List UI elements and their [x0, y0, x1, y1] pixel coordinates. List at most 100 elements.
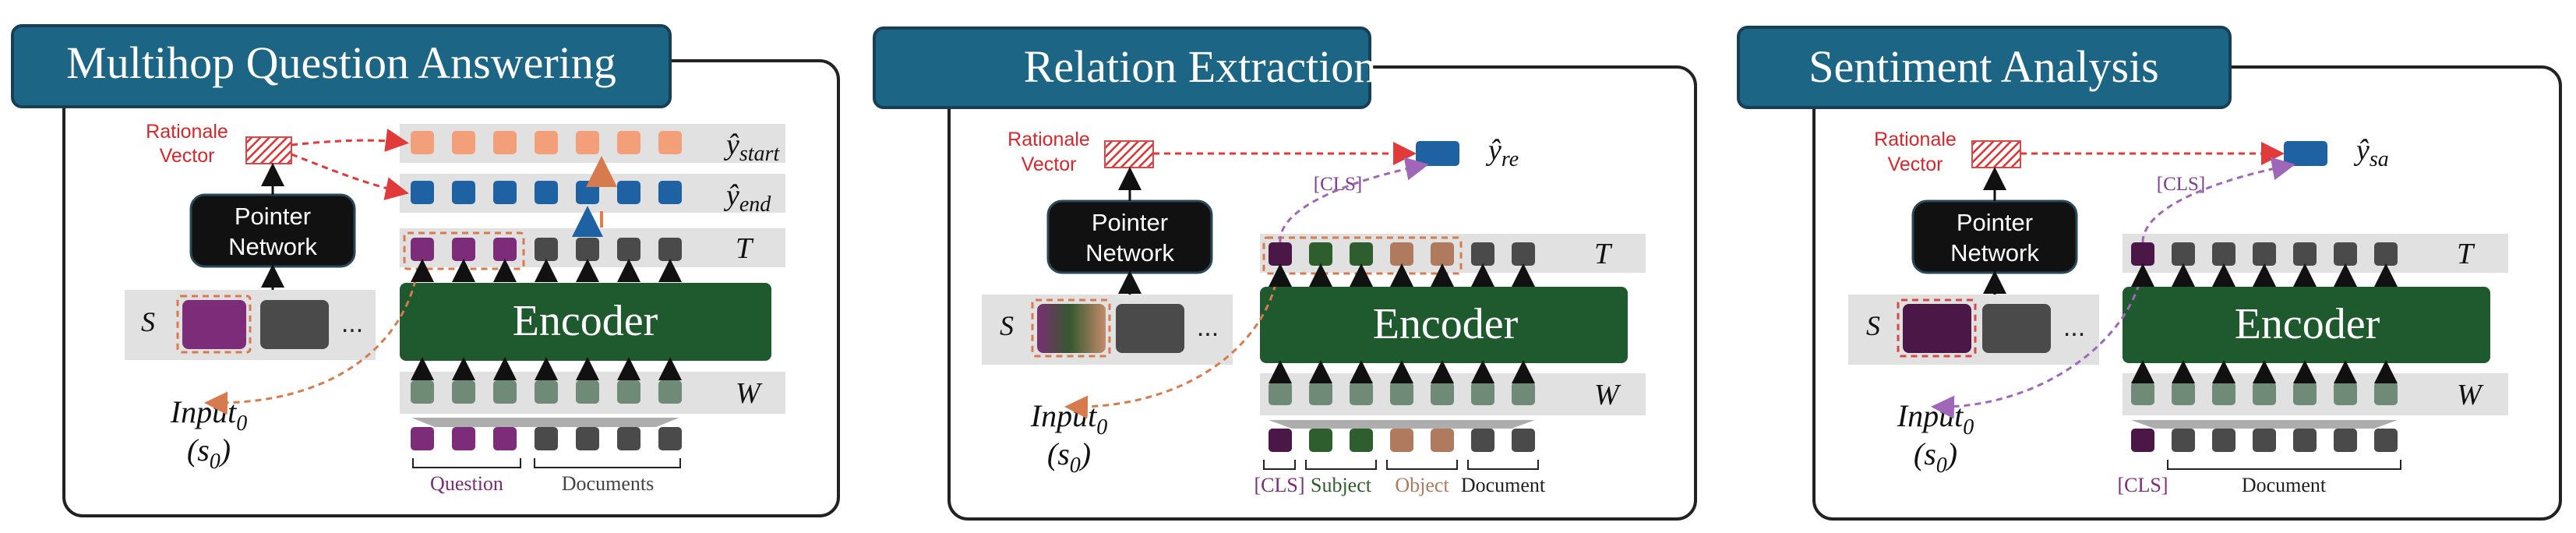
panel-title: Relation Extraction: [1024, 41, 1377, 92]
w-label: W: [2457, 379, 2484, 411]
sentiment-panel: Sentiment Analysis Rationale Vector Poin…: [1737, 26, 2562, 521]
pointer-network-label-top: Pointer: [1092, 209, 1168, 236]
rationale-label-top: Rationale: [1007, 129, 1090, 150]
s-rationale-highlight: [1897, 298, 1977, 358]
s-more: ...: [1197, 312, 1219, 342]
panel-title-bar: [11, 24, 672, 108]
rationale-label-top: Rationale: [146, 121, 228, 143]
end-token: [617, 181, 640, 204]
panel-title-bar: [873, 26, 1371, 109]
encoder-block: [1260, 287, 1628, 363]
w-tokens: [1269, 382, 1535, 405]
t-label: T: [2457, 238, 2475, 270]
w-label: W: [736, 377, 763, 410]
input-state-label: (s0): [1914, 436, 1957, 478]
s-label: S: [1866, 310, 1880, 341]
s-row: [982, 295, 1233, 365]
w-token: [1269, 382, 1292, 405]
re-output-main: ŷ: [1485, 134, 1501, 167]
end-token: [658, 181, 682, 204]
encoder-label: Encoder: [1373, 300, 1519, 348]
w-token: [2253, 382, 2276, 405]
t-token: [576, 238, 599, 261]
w-token: [617, 380, 640, 404]
t-token: [1390, 242, 1413, 266]
end-output-tokens: [411, 181, 682, 204]
s-label: S: [1000, 310, 1014, 341]
panel-title-bar: [1737, 26, 2232, 109]
pointer-network-label-bottom: Network: [228, 233, 317, 260]
input-token: [1471, 429, 1494, 452]
t-token: [493, 238, 517, 261]
w-token: [2374, 382, 2398, 405]
input-state-close: ): [219, 432, 231, 468]
end-token: [411, 181, 434, 204]
input-token: [1431, 429, 1454, 452]
rationale-vector: [245, 136, 292, 164]
input-token: [617, 427, 640, 450]
relation-panel: Relation Extraction Rationale Vector Poi…: [873, 26, 1697, 521]
input-token: [2253, 429, 2276, 452]
s-rationale-highlight: [1031, 298, 1111, 358]
w-token: [576, 380, 599, 404]
w-token: [1512, 382, 1535, 405]
t-token: [452, 238, 475, 261]
t-token: [2253, 242, 2276, 266]
s-selected-token: [1903, 304, 1971, 353]
t-label: T: [1594, 238, 1613, 270]
t-tokens: [411, 238, 682, 261]
start-token: [452, 131, 475, 154]
pointer-network-label-bottom: Network: [1085, 239, 1174, 266]
cls-segment-label: [CLS]: [2118, 474, 2168, 496]
subject-label: Subject: [1311, 474, 1372, 496]
t-tokens: [2131, 242, 2398, 266]
s-other-token: [260, 300, 329, 349]
input-token: [411, 427, 434, 450]
pointer-network-label-top: Pointer: [1957, 209, 2033, 236]
input-label-main: Input: [170, 394, 237, 429]
s-label: S: [141, 306, 155, 337]
s-selected-token: [182, 300, 246, 349]
re-output-label: ŷre: [1485, 134, 1519, 171]
re-output-token: [1416, 141, 1459, 166]
t-token: [658, 238, 682, 261]
end-token: [493, 181, 517, 204]
w-token: [1390, 382, 1413, 405]
input-state-open: (s: [1914, 436, 1936, 471]
sa-output-label: ŷsa: [2353, 134, 2389, 171]
document-label: Document: [2242, 474, 2327, 496]
encoder-label: Encoder: [513, 297, 658, 345]
start-output-label: ŷstart: [723, 129, 780, 166]
start-token: [493, 131, 517, 154]
t-token: [2374, 242, 2398, 266]
input-token: [535, 427, 558, 450]
start-token: [535, 131, 558, 154]
cls-to-output-arrow: [1279, 157, 1429, 243]
cls-segment-label: [CLS]: [1254, 474, 1305, 496]
subject-brace: [1305, 460, 1377, 470]
input-token: [2374, 429, 2398, 452]
panel-title: Multihop Question Answering: [66, 37, 616, 88]
cls-to-output-arrow: [2141, 157, 2295, 243]
t-tokens: [1269, 242, 1535, 266]
end-token: [576, 181, 599, 204]
input-state-label: (s0): [187, 432, 231, 474]
start-token: [658, 131, 682, 154]
s-selected-token: [1037, 304, 1106, 353]
w-token: [1309, 382, 1332, 405]
panel-title: Sentiment Analysis: [1808, 41, 2159, 92]
input-label-sub: 0: [1963, 415, 1974, 439]
s-row: [1848, 295, 2099, 365]
t-token: [1350, 242, 1373, 266]
rationale-to-start-arrow: [291, 129, 409, 152]
input-tokens: [1269, 429, 1535, 452]
start-output-sub: start: [739, 142, 781, 166]
documents-brace: [534, 458, 681, 468]
input-token: [1309, 429, 1332, 452]
rationale-label-top: Rationale: [1874, 129, 1957, 150]
t-token: [535, 238, 558, 261]
input-label-main: Input: [1030, 398, 1097, 433]
start-output-tokens: [411, 131, 682, 154]
input-tokens: [2131, 429, 2398, 452]
